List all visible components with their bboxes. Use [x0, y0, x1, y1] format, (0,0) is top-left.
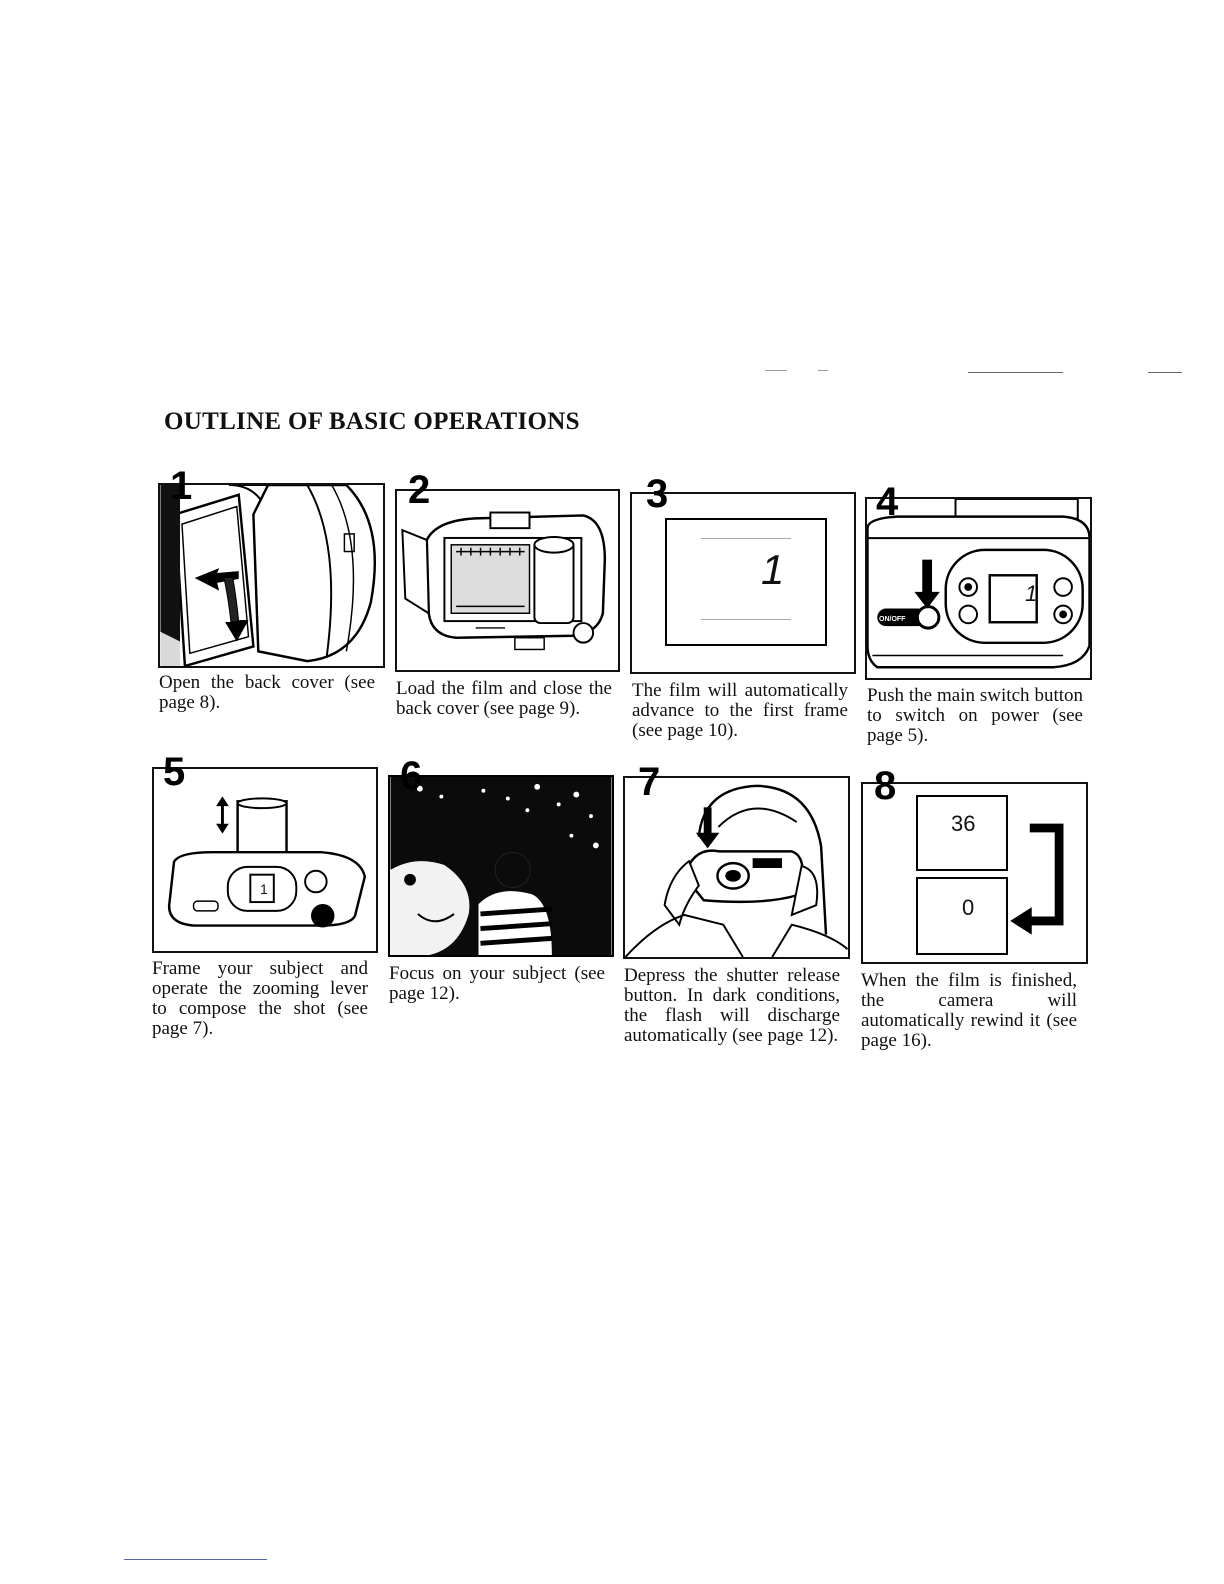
step-5-illustration: 1	[152, 767, 378, 953]
open-back-cover-icon	[160, 485, 377, 666]
step-caption: Push the main switch button to switch on…	[867, 685, 1083, 746]
on-off-label: ON/OFF	[879, 616, 906, 623]
step-number: 8	[874, 764, 897, 808]
rewind-arrow-icon	[1010, 823, 1064, 935]
step-number: 7	[638, 760, 661, 804]
scan-rule	[765, 370, 787, 371]
counter-rewound-value: 0	[962, 895, 975, 920]
step-caption: Frame your subject and operate the zoomi…	[152, 958, 368, 1039]
step-caption: Focus on your subject (see page 12).	[389, 963, 605, 1004]
step-number: 4	[876, 480, 899, 524]
step-caption: Load the film and close the back cover (…	[396, 678, 612, 719]
scan-rule	[1148, 372, 1182, 373]
lcd-value: 1	[1025, 581, 1038, 606]
step-number: 6	[400, 754, 423, 798]
scan-rule	[818, 370, 828, 371]
step-8-illustration: 36 0	[861, 782, 1088, 964]
footer-rule	[124, 1559, 267, 1560]
step-caption: Depress the shutter release button. In d…	[624, 965, 840, 1046]
portrait-photo-icon	[390, 777, 612, 955]
step-3-illustration: 1	[630, 492, 856, 674]
frame-counter-display: 1	[665, 518, 827, 646]
step-2-illustration	[395, 489, 620, 672]
step-1-illustration	[158, 483, 385, 668]
main-switch-icon	[867, 499, 1090, 669]
step-caption: The film will automatically advance to t…	[632, 680, 848, 741]
lcd-value: 1	[260, 881, 268, 897]
page-title: OUTLINE OF BASIC OPERATIONS	[164, 408, 580, 435]
load-film-icon	[401, 511, 607, 651]
step-number: 2	[408, 468, 431, 512]
frame-counter-value: 1	[761, 546, 785, 593]
counter-rewound-display: 0	[916, 877, 1008, 955]
step-6-photo	[388, 775, 614, 957]
step-7-illustration	[623, 776, 850, 959]
step-4-illustration: ON/OFF 1	[865, 497, 1092, 680]
shutter-release-icon	[625, 784, 848, 957]
step-caption: When the film is finished, the camera wi…	[861, 970, 1077, 1051]
counter-full-value: 36	[951, 811, 976, 836]
step-number: 3	[646, 472, 669, 516]
step-number: 5	[163, 750, 186, 794]
counter-full-display: 36	[916, 795, 1008, 871]
scan-rule	[968, 372, 1063, 373]
step-caption: Open the back cover (see page 8).	[159, 672, 375, 713]
step-number: 1	[170, 464, 193, 508]
zoom-lever-icon	[167, 796, 367, 928]
